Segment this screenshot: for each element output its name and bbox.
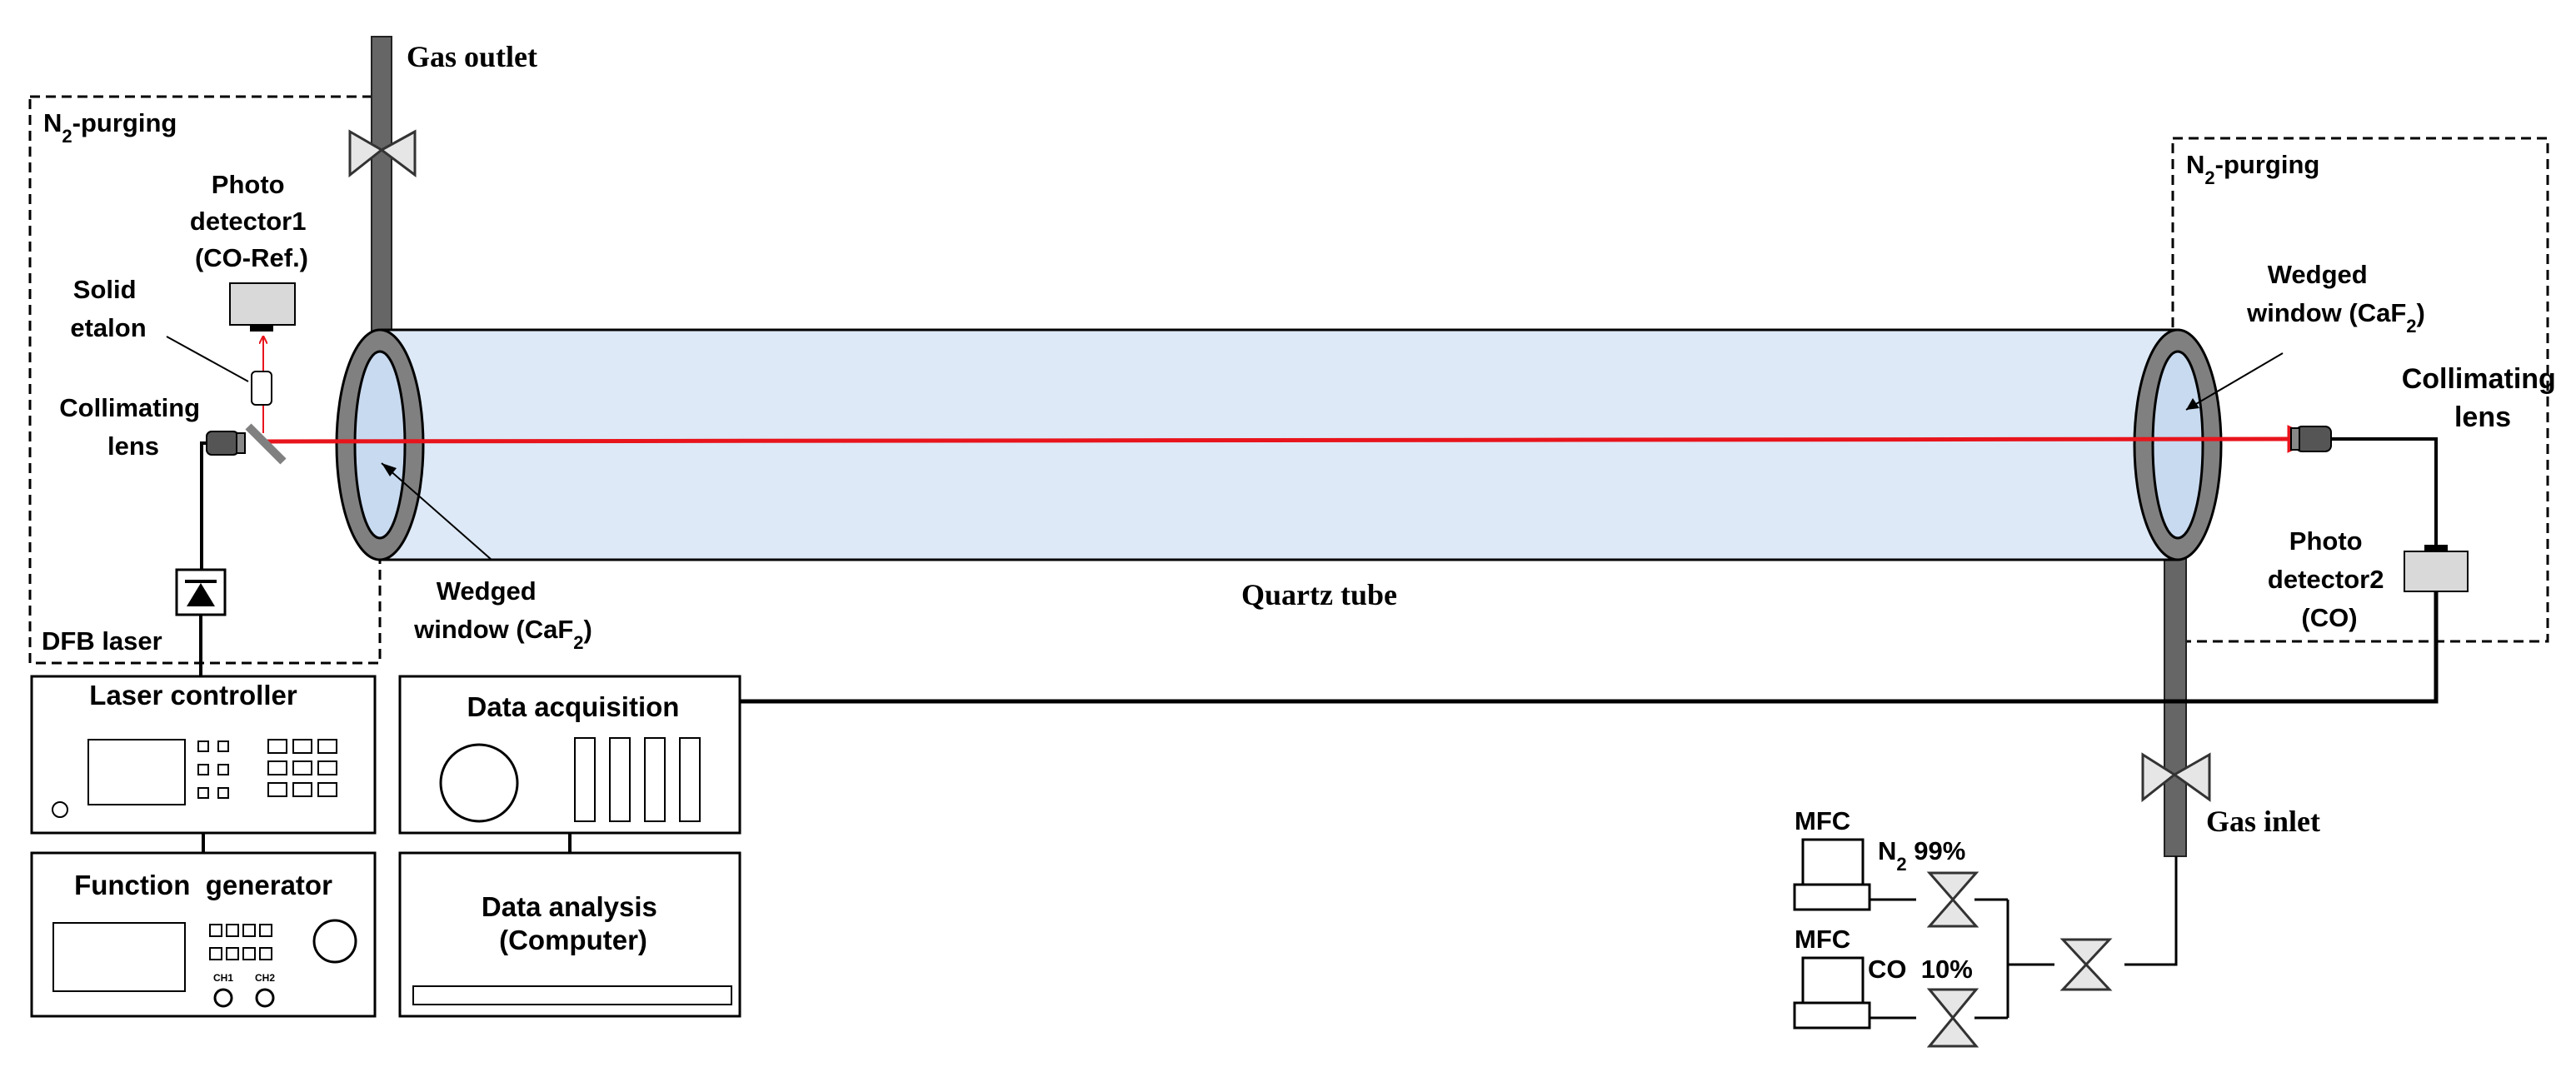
data-acquisition: [398, 675, 741, 835]
dfb-laser: [175, 568, 227, 616]
quartz-tube-label: Quartz tube: [1241, 578, 1397, 611]
ch1-label: CH1: [213, 972, 233, 984]
function-generator: [30, 851, 377, 1018]
data-analysis-label: Data analysis (Computer): [482, 891, 665, 955]
mfc-n2-label: MFC: [1795, 806, 1850, 835]
co-gas-label: CO 10%: [1868, 955, 1973, 984]
laser-controller-label: Laser controller: [89, 680, 297, 711]
quartz-tube: [380, 328, 2179, 561]
collimating-lens-right-cap: [2290, 427, 2300, 451]
beam-splitter: [245, 423, 287, 465]
photo-detector2-sensor: [2424, 545, 2448, 551]
solid-etalon-label: Solid etalon: [70, 275, 146, 342]
etalon-pointer: [166, 336, 249, 382]
photo-detector1-sensor: [250, 325, 273, 332]
gas-supply-lines: [1866, 856, 2178, 1020]
n2-valve: [1926, 871, 1979, 928]
n2-purging-right-label: N2-purging: [2186, 150, 2319, 188]
n2-purging-left-label: N2-purging: [43, 108, 177, 147]
data-analysis-computer: [398, 851, 741, 1018]
photo-detector1: [229, 282, 296, 326]
dfb-laser-label: DFB laser: [42, 626, 162, 656]
function-generator-label: Function generator: [74, 870, 332, 900]
gas-outlet-pipe: [371, 36, 392, 332]
photo-detector1-label: Photo detector1 (CO-Ref.): [190, 170, 313, 272]
mix-valve: [2059, 938, 2113, 991]
wedged-window-right: [2133, 328, 2223, 561]
detector2-fiber: [2331, 437, 2438, 548]
data-acquisition-label: Data acquisition: [467, 691, 680, 722]
outlet-valve: [348, 129, 417, 178]
window-right-pointer-head: [2186, 398, 2199, 410]
detector2-to-daq-wire: [740, 591, 2439, 704]
collimating-lens-right-label: Collimating lens: [2402, 363, 2564, 433]
window-right-pointer: [2185, 352, 2284, 411]
photo-detector2-label: Photo detector2 (CO): [2268, 526, 2391, 632]
co-valve: [1926, 988, 1979, 1048]
window-left-pointer: [381, 462, 492, 561]
laser-controller: [30, 675, 377, 835]
collimating-lens-left: [206, 431, 239, 456]
photo-detector2: [2404, 551, 2469, 592]
wedged-window-right-label: Wedged window (CaF2): [2246, 260, 2425, 337]
window-left-pointer-head: [382, 463, 397, 476]
collimating-lens-left-label: Collimating lens: [59, 393, 207, 461]
wedged-window-left: [335, 328, 425, 561]
n2-gas-label: N2 99%: [1878, 836, 1965, 875]
laser-fiber-path: [200, 441, 207, 570]
gas-outlet-label: Gas outlet: [407, 40, 537, 73]
mfc-co-label: MFC: [1795, 925, 1850, 954]
ch2-label: CH2: [255, 972, 275, 984]
gas-inlet-pipe: [2164, 557, 2187, 857]
inlet-valve: [2141, 752, 2211, 803]
gas-inlet-label: Gas inlet: [2206, 805, 2320, 838]
wedged-window-left-label: Wedged window (CaF2): [413, 576, 592, 653]
collimating-lens-left-cap: [236, 432, 246, 454]
mfc-n2: [1793, 838, 1871, 911]
mfc-co: [1793, 956, 1871, 1030]
solid-etalon: [251, 371, 272, 406]
laser-beam: [266, 436, 2292, 444]
collimating-lens-right: [2295, 426, 2332, 452]
